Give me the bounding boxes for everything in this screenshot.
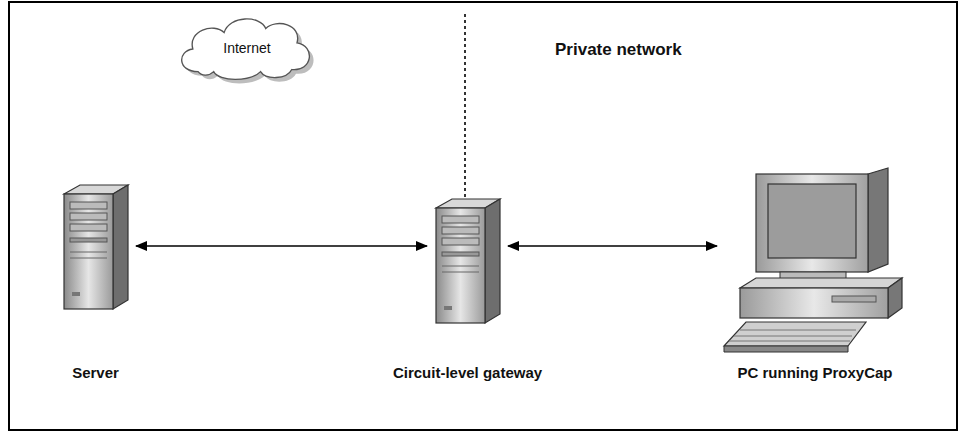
pc-node-shape xyxy=(720,166,910,354)
node-label: Server xyxy=(72,364,119,381)
dashed-divider xyxy=(464,14,466,222)
gateway-node: Circuit-level gateway xyxy=(430,196,505,326)
node-label: PC running ProxyCap xyxy=(737,364,892,381)
double-arrow xyxy=(136,245,427,247)
server-node: Server xyxy=(58,182,133,312)
double-arrow xyxy=(508,245,717,247)
pc-node: PC running ProxyCap xyxy=(720,166,910,354)
node-label: Circuit-level gateway xyxy=(393,364,542,381)
region-label: Private network xyxy=(555,40,682,60)
gateway-node-shape xyxy=(430,196,505,326)
node-label: Internet xyxy=(172,10,322,86)
internet-cloud: Internet xyxy=(172,10,322,86)
server-node-shape xyxy=(58,182,133,312)
